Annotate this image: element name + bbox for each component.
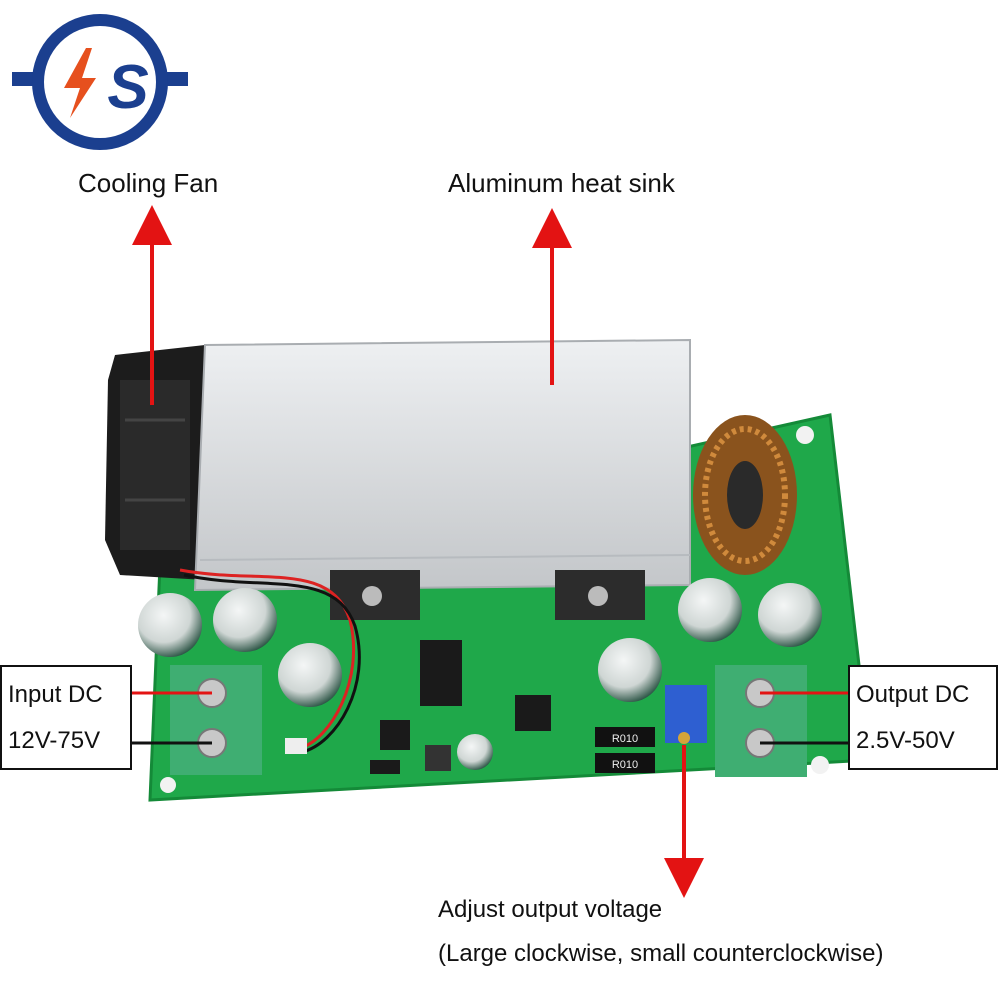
resistor-marking: R010 <box>612 759 638 771</box>
mount-hole <box>811 756 829 774</box>
capacitor <box>138 578 822 770</box>
callout-arrows <box>132 205 848 898</box>
input-terminal-block <box>170 665 262 775</box>
brand-logo-icon: S <box>12 14 188 150</box>
mount-hole <box>160 777 176 793</box>
fan-wires <box>179 568 361 754</box>
output-dc-callout: Output DC 2.5V-50V <box>848 665 998 770</box>
input-dc-title: Input DC <box>8 681 103 708</box>
output-dc-range: 2.5V-50V <box>856 727 955 754</box>
transistor <box>330 570 645 620</box>
heat-sink-label: Aluminum heat sink <box>448 168 675 198</box>
adjust-voltage-note: (Large clockwise, small counterclockwise… <box>438 940 884 967</box>
output-dc-title: Output DC <box>856 681 970 708</box>
mount-hole <box>796 426 814 444</box>
input-dc-callout: Input DC 12V-75V <box>0 665 132 770</box>
inductor-coil <box>693 415 797 575</box>
adjust-voltage-label: Adjust output voltage <box>438 896 663 923</box>
aluminum-heat-sink <box>193 338 691 592</box>
output-terminal-block <box>715 665 807 777</box>
shunt-resistor: R010 R010 <box>595 727 655 773</box>
potentiometer <box>665 685 707 744</box>
resistor-marking: R010 <box>612 733 638 745</box>
cooling-fan <box>105 345 205 580</box>
logo-letter: S <box>107 53 148 122</box>
integrated-circuit <box>370 640 551 774</box>
input-dc-range: 12V-75V <box>8 727 101 754</box>
lightning-bolt-icon <box>64 48 96 118</box>
cooling-fan-label: Cooling Fan <box>78 168 219 198</box>
